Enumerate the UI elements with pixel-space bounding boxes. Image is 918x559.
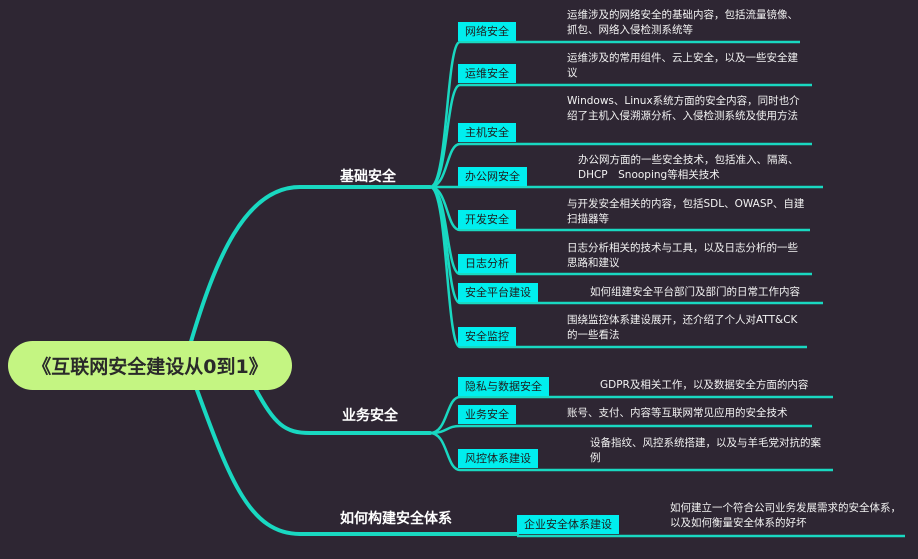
trunk-goujian: [195, 388, 519, 536]
topic-description: Windows、Linux系统方面的安全内容，同时也介绍了主机入侵溯源分析、入侵…: [567, 95, 800, 122]
topic-description: 围绕监控体系建设展开，还介绍了个人对ATT&CK的一些看法: [567, 314, 798, 341]
child-connector: [429, 424, 812, 435]
topic-description: 运维涉及的常用组件、云上安全，以及一些安全建议: [567, 52, 798, 79]
child-connector: [429, 142, 812, 189]
topic-description: GDPR及相关工作，以及数据安全方面的内容: [600, 379, 809, 391]
topic-description: 如何组建安全平台部门及部门的日常工作内容: [590, 286, 800, 298]
trunk-yewu: [253, 386, 432, 435]
topic-tag[interactable]: 企业安全体系建设: [517, 515, 619, 534]
topic-tag[interactable]: 网络安全: [458, 22, 516, 41]
root-node[interactable]: 《互联网安全建设从0到1》: [8, 341, 292, 390]
topic-tag[interactable]: 办公网安全: [458, 167, 527, 186]
topic-description: 日志分析相关的技术与工具，以及日志分析的一些思路和建议: [567, 242, 798, 269]
child-connector: [429, 185, 807, 349]
topic-tag[interactable]: 日志分析: [458, 254, 516, 273]
topic-tag[interactable]: 业务安全: [458, 405, 516, 424]
topic-description: 账号、支付、内容等互联网常见应用的安全技术: [567, 407, 788, 419]
topic-description: 运维涉及的网络安全的基础内容，包括流量镜像、抓包、网络入侵检测系统等: [567, 9, 798, 36]
child-connector: [429, 83, 812, 189]
topic-description: 办公网方面的一些安全技术，包括准入、隔离、DHCP Snooping等相关技术: [578, 154, 799, 181]
topic-tag[interactable]: 隐私与数据安全: [458, 377, 549, 396]
topic-tag[interactable]: 主机安全: [458, 123, 516, 142]
branch-yewu-anquan[interactable]: 业务安全: [342, 408, 398, 424]
root-title: 《互联网安全建设从0到1》: [32, 356, 268, 378]
topic-tag[interactable]: 风控体系建设: [458, 449, 538, 468]
trunk-jichu: [188, 185, 432, 347]
branch-jichu-anquan[interactable]: 基础安全: [340, 169, 396, 185]
branch-goujian-tixi[interactable]: 如何构建安全体系: [340, 511, 452, 527]
topic-tag[interactable]: 安全平台建设: [458, 283, 538, 302]
child-connector: [429, 431, 833, 472]
topic-description: 与开发安全相关的内容，包括SDL、OWASP、自建扫描器等: [567, 198, 805, 225]
topic-description: 如何建立一个符合公司业务发展需求的安全体系，以及如何衡量安全体系的好坏: [670, 502, 901, 529]
topic-tag[interactable]: 开发安全: [458, 210, 516, 229]
topic-tag[interactable]: 运维安全: [458, 64, 516, 83]
topic-description: 设备指纹、风控系统搭建，以及与羊毛党对抗的案例: [590, 437, 821, 464]
topic-tag[interactable]: 安全监控: [458, 327, 516, 346]
